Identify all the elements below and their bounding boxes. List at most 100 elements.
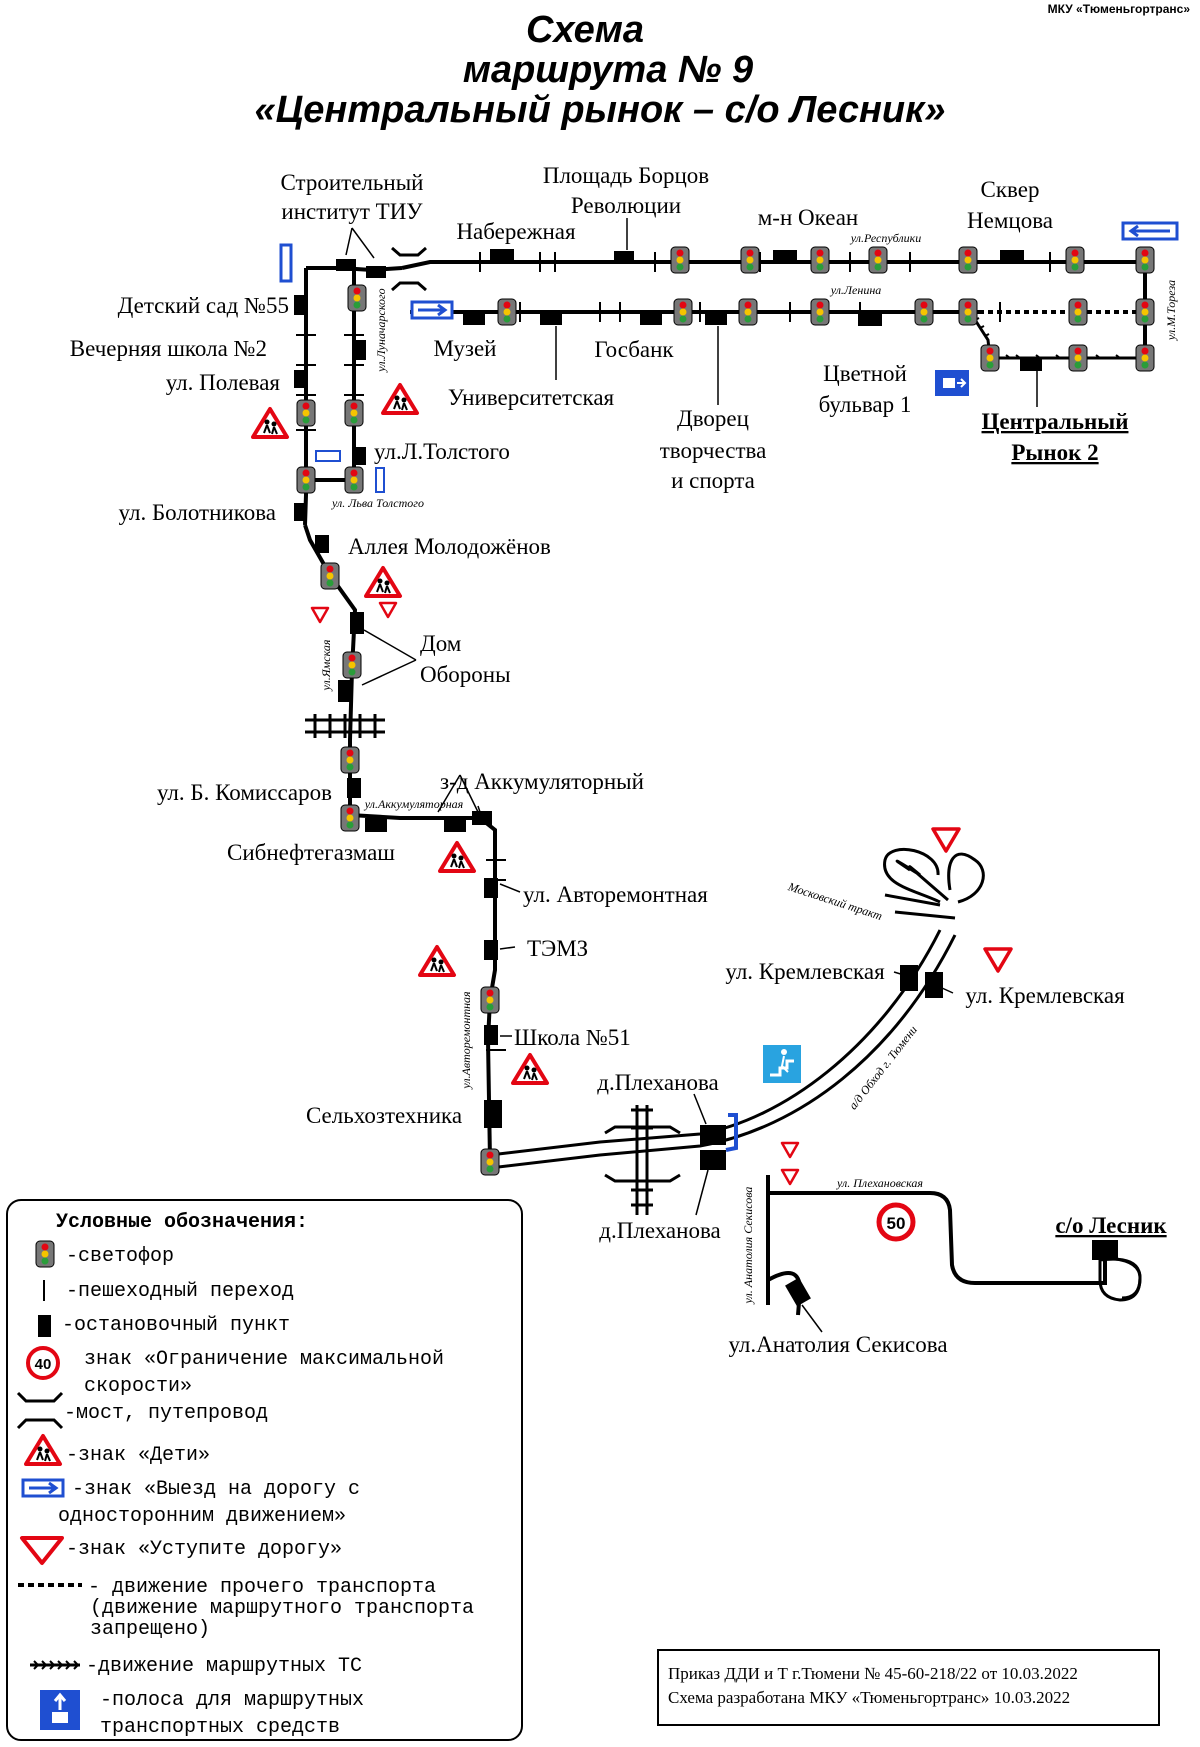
stop-label-kremlev-right: ул. Кремлевская xyxy=(965,983,1125,1008)
legend-bus-stop-icon xyxy=(38,1315,51,1337)
legend-title: Условные обозначения: xyxy=(56,1211,308,1234)
street-moskovsky: Московский тракт xyxy=(785,879,884,923)
legend-item-3-line-2: скорости» xyxy=(84,1375,192,1398)
bus-lane-marking xyxy=(725,1113,738,1152)
bus-lane-exit-icon xyxy=(935,370,969,396)
one-way-signs xyxy=(279,221,1179,493)
title-line-3: «Центральный рынок – с/о Лесник» xyxy=(254,89,945,131)
traffic-lights xyxy=(296,246,1155,1176)
street-sekisova: ул. Анатолия Секисова xyxy=(741,1187,755,1305)
legend-yield-sign-icon xyxy=(20,1536,64,1565)
stop-label-ploshad-1: Площадь Борцов xyxy=(543,163,709,188)
title-line-1: Схема xyxy=(526,9,644,51)
legend-item-6-line-2: односторонним движением» xyxy=(58,1505,346,1528)
stop-label-dom-2: Обороны xyxy=(420,662,511,687)
stop-label-ploshad-2: Революции xyxy=(571,193,681,218)
legend-item-8-line-3: запрещено) xyxy=(90,1618,210,1641)
stop-label-gosbank: Госбанк xyxy=(594,337,674,362)
legend-item-6: -знак «Выезд на дорогу с xyxy=(72,1478,360,1501)
street-yamskaya: ул.Ямская xyxy=(319,639,333,691)
stop-label-skver-1: Сквер xyxy=(981,177,1040,202)
stop-label-dvorets-1: Дворец xyxy=(677,406,749,431)
stop-label-okean: м-н Океан xyxy=(758,205,859,230)
legend-arrow-line-icon xyxy=(30,1660,80,1670)
org-name: МКУ «Тюменьгортранс» xyxy=(1048,2,1191,16)
stop-label-akkum: з-д Аккумуляторный xyxy=(440,769,644,794)
legend: Условные обозначения: -светофор -пешеход… xyxy=(6,1199,523,1741)
stop-label-rynok-1: Центральный xyxy=(982,409,1129,434)
stop-label-sekisova: ул.Анатолия Секисова xyxy=(728,1332,947,1357)
stop-label-naberezhnaya: Набережная xyxy=(456,219,576,244)
title-line-2: маршрута № 9 xyxy=(463,49,753,91)
legend-item-10: -полоса для маршрутных xyxy=(100,1689,364,1712)
speed-limit-value: 50 xyxy=(887,1214,906,1233)
legend-item-5: -знак «Дети» xyxy=(66,1444,210,1467)
stop-label-temz: ТЭМЗ xyxy=(527,936,588,961)
legend-speed-limit-icon: 40 xyxy=(26,1346,60,1380)
street-lunacharskogo: ул.Луначарского xyxy=(374,288,388,372)
street-plekhanovskaya: ул. Плехановская xyxy=(836,1176,923,1190)
legend-item-2: -остановочный пункт xyxy=(62,1314,290,1337)
legend-bridge-icon xyxy=(16,1391,64,1430)
stop-label-skver-2: Немцова xyxy=(967,208,1053,233)
legend-one-way-exit-icon xyxy=(21,1478,65,1498)
stop-label-muzey: Музей xyxy=(434,336,497,361)
street-toreza: ул.М.Тореза xyxy=(1164,280,1178,341)
stop-label-bolotnikova: ул. Болотникова xyxy=(119,500,277,525)
approval-line-2: Схема разработана МКУ «Тюменьгортранс» 1… xyxy=(668,1688,1070,1707)
stop-label-polevaya: ул. Полевая xyxy=(166,370,281,395)
stop-label-detsad: Детский сад №55 xyxy=(118,293,289,318)
stop-label-vechernyaya: Вечерняя школа №2 xyxy=(70,336,267,361)
railway-crossings xyxy=(305,714,653,1215)
approval-box: Приказ ДДИ и Т г.Тюмени № 45-60-218/22 о… xyxy=(657,1649,1160,1726)
stop-label-universitetskaya: Университетская xyxy=(448,385,615,410)
stop-label-rynok-2: Рынок 2 xyxy=(1011,440,1098,465)
stop-label-shkola51: Школа №51 xyxy=(514,1025,631,1050)
legend-speed-limit-value: 40 xyxy=(35,1356,52,1373)
stop-label-tsvetnoy-2: бульвар 1 xyxy=(819,392,912,417)
stop-labels: Строительный институт ТИУ Площадь Борцов… xyxy=(70,163,1168,1357)
stop-label-dom-1: Дом xyxy=(420,631,462,656)
stop-label-ltolstogo: ул.Л.Толстого xyxy=(374,439,510,464)
speed-limit-sign: 50 xyxy=(876,1202,916,1242)
approval-line-1: Приказ ДДИ и Т г.Тюмени № 45-60-218/22 о… xyxy=(668,1664,1078,1683)
stop-label-komissarov: ул. Б. Комиссаров xyxy=(157,780,332,805)
stop-label-kremlev-left: ул. Кремлевская xyxy=(725,959,885,984)
lesnik-turnaround xyxy=(1098,1257,1142,1302)
legend-item-7: -знак «Уступите дорогу» xyxy=(66,1538,342,1561)
street-labels: ул.Республики ул.Ленина ул.М.Тореза ул.Л… xyxy=(319,231,1178,1304)
legend-item-3: знак «Ограничение максимальной xyxy=(84,1348,444,1371)
stop-label-selhoz: Сельхозтехника xyxy=(306,1103,462,1128)
street-avtoremontnaya: ул.Авторемонтная xyxy=(459,991,473,1090)
legend-box xyxy=(6,1199,523,1741)
legend-item-9: -движение маршрутных ТС xyxy=(86,1655,362,1678)
stop-label-alleya: Аллея Молодожёнов xyxy=(348,534,551,559)
legend-traffic-light-icon xyxy=(35,1240,55,1268)
stop-label-lesnik: с/о Лесник xyxy=(1055,1213,1167,1238)
legend-item-8: - движение прочего транспорта xyxy=(88,1576,436,1599)
legend-item-4: -мост, путепровод xyxy=(64,1402,268,1425)
stop-label-sibneft: Сибнефтегазмаш xyxy=(227,840,395,865)
stop-label-avtorem: ул. Авторемонтная xyxy=(523,882,708,907)
leader-lines xyxy=(345,218,1038,1333)
legend-bus-lane-icon xyxy=(40,1690,80,1730)
bus-stops xyxy=(294,249,1118,1307)
stop-label-tsvetnoy-1: Цветной xyxy=(823,361,907,386)
street-respubliki: ул.Республики xyxy=(850,231,922,245)
legend-item-0: -светофор xyxy=(66,1245,174,1268)
street-lva-tolstogo: ул. Льва Толстого xyxy=(331,496,424,510)
legend-item-8-line-2: (движение маршрутного транспорта xyxy=(90,1597,474,1620)
legend-item-1: -пешеходный переход xyxy=(66,1280,294,1303)
underpass-sign-icon xyxy=(763,1045,801,1083)
legend-item-10-line-2: транспортных средств xyxy=(100,1716,340,1739)
stop-label-plekhanova-bottom: д.Плеханова xyxy=(599,1218,720,1243)
stop-label-stroitelny-1: Строительный xyxy=(281,170,424,195)
street-lenina: ул.Ленина xyxy=(830,283,882,297)
stop-label-dvorets-3: и спорта xyxy=(671,468,755,493)
stop-label-dvorets-2: творчества xyxy=(660,438,767,463)
street-akkumulyatornaya: ул.Аккумуляторная xyxy=(364,797,464,811)
stop-label-plekhanova-top: д.Плеханова xyxy=(597,1070,718,1095)
stop-label-stroitelny-2: институт ТИУ xyxy=(281,199,423,224)
